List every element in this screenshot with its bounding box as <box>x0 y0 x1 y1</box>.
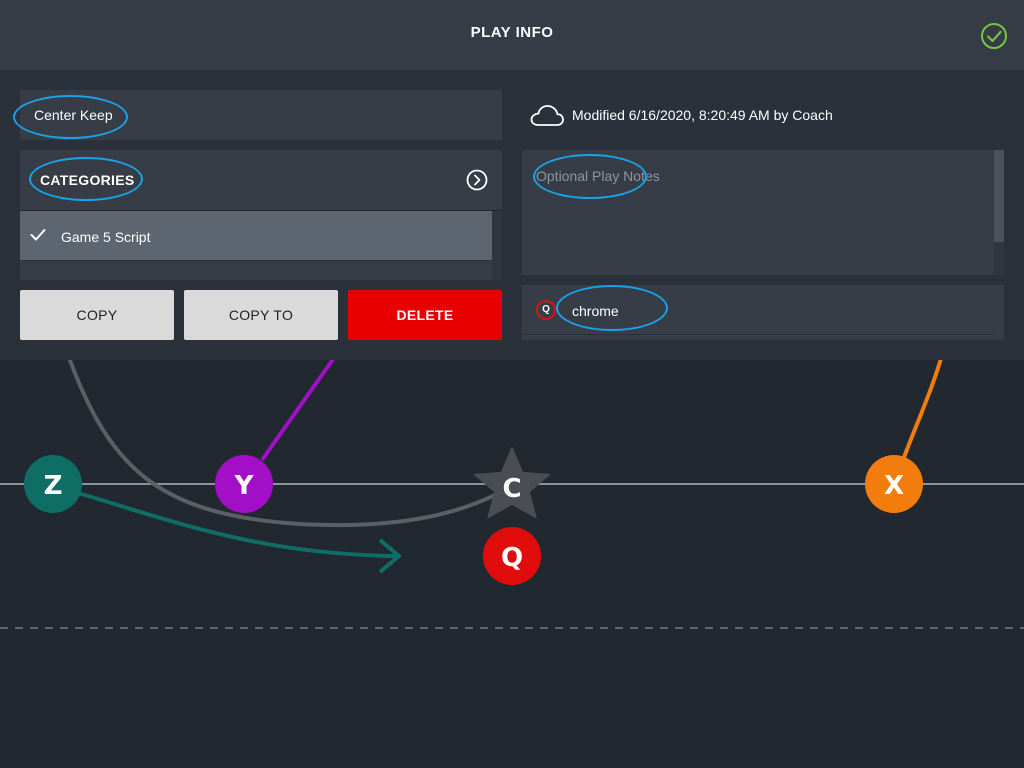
player-x[interactable]: X <box>865 455 923 513</box>
star-icon <box>473 446 551 519</box>
play-info-panel: Center Keep CATEGORIES Game 5 Script COP… <box>0 70 1024 360</box>
categories-scrollbar[interactable] <box>492 211 502 280</box>
player-c-label: C <box>502 474 521 504</box>
player-y[interactable]: Y <box>215 455 273 513</box>
route-c <box>66 354 511 528</box>
tag-label: chrome <box>572 303 619 319</box>
route-z-arrowhead <box>378 538 401 574</box>
player-z[interactable]: Z <box>24 455 82 513</box>
player-y-label: Y <box>234 471 255 501</box>
route-z <box>77 491 399 558</box>
play-name-field[interactable]: Center Keep <box>20 90 502 140</box>
tag-divider <box>522 334 994 335</box>
play-notes-placeholder: Optional Play Notes <box>536 168 660 184</box>
player-q[interactable]: Q <box>483 527 541 585</box>
player-z-label: Z <box>44 471 63 501</box>
check-icon <box>30 229 46 241</box>
page-title: PLAY INFO <box>470 24 554 41</box>
player-x-label: X <box>884 471 904 501</box>
player-c[interactable]: C <box>473 446 551 519</box>
tag-badge: Q <box>536 300 556 320</box>
player-q-label: Q <box>501 543 523 573</box>
copy-to-button[interactable]: COPY TO <box>184 290 338 340</box>
category-item-label: Game 5 Script <box>61 229 151 245</box>
copy-button[interactable]: COPY <box>20 290 174 340</box>
play-name-value: Center Keep <box>34 107 113 123</box>
categories-header[interactable]: CATEGORIES <box>20 150 502 211</box>
route-x <box>901 354 944 461</box>
delete-button[interactable]: DELETE <box>348 290 502 340</box>
categories-title: CATEGORIES <box>40 172 135 188</box>
tag-row[interactable]: Q chrome <box>522 285 1004 340</box>
header-bar: PLAY INFO <box>0 0 1024 70</box>
categories-section: CATEGORIES Game 5 Script <box>20 150 502 280</box>
category-item[interactable]: Game 5 Script <box>20 211 492 261</box>
route-y <box>260 353 338 462</box>
chevron-right-circle-icon[interactable] <box>466 169 488 191</box>
play-notes-field[interactable]: Optional Play Notes <box>522 150 1004 275</box>
notes-scrollbar-thumb[interactable] <box>994 150 1004 242</box>
modified-text: Modified 6/16/2020, 8:20:49 AM by Coach <box>572 107 833 123</box>
cloud-icon <box>530 105 564 126</box>
check-circle-icon[interactable] <box>980 22 1008 50</box>
